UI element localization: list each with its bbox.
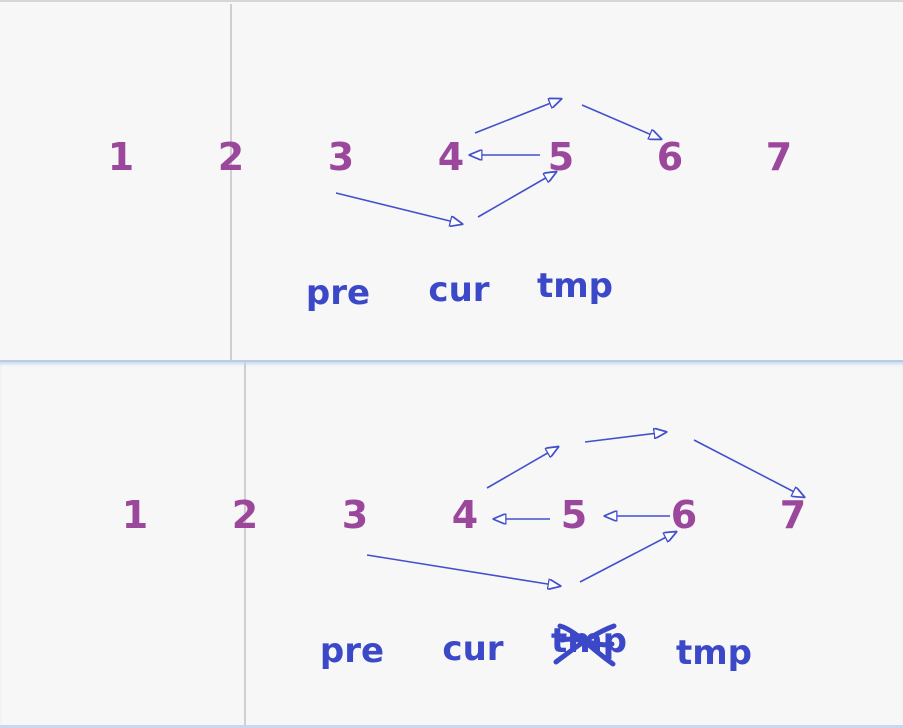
arrow-lower-to-6 xyxy=(579,532,676,583)
bottom-node-6: 6 xyxy=(671,493,697,537)
bottom-node-4: 4 xyxy=(452,493,478,537)
bottom-node-5: 5 xyxy=(561,493,587,537)
top-node-5: 5 xyxy=(548,135,574,179)
bottom-tmp-label: tmp xyxy=(676,633,752,673)
top-cur-label: cur xyxy=(428,270,489,310)
bottom-node-7: 7 xyxy=(780,493,806,537)
top-node-4: 4 xyxy=(438,135,464,179)
top-node-7: 7 xyxy=(766,135,792,179)
divider-line xyxy=(230,4,232,362)
arrow-4-to-upper-a xyxy=(486,447,558,489)
bottom-node-3: 3 xyxy=(342,493,368,537)
arrow-upper-b-to-7 xyxy=(693,439,804,497)
strikeout-scribble xyxy=(553,623,617,667)
arrow-3-to-lower xyxy=(335,192,462,224)
top-pre-label: pre xyxy=(306,273,370,313)
bottom-node-2: 2 xyxy=(232,493,258,537)
arrow-lower-to-5 xyxy=(477,172,556,218)
top-tmp-label: tmp xyxy=(537,266,613,306)
arrow-3-to-lower xyxy=(366,554,560,586)
divider-line xyxy=(244,362,246,728)
top-node-1: 1 xyxy=(108,135,134,179)
top-panel xyxy=(0,0,903,362)
top-node-3: 3 xyxy=(328,135,354,179)
top-node-2: 2 xyxy=(218,135,244,179)
bottom-cur-label: cur xyxy=(442,629,503,669)
bottom-node-1: 1 xyxy=(122,493,148,537)
bottom-pre-label: pre xyxy=(320,631,384,671)
top-node-6: 6 xyxy=(657,135,683,179)
arrow-upper-to-6 xyxy=(581,104,661,139)
bottom-panel xyxy=(0,360,903,728)
arrow-4-to-upper xyxy=(474,99,561,134)
arrow-upper-a-to-upper-b xyxy=(584,432,666,443)
